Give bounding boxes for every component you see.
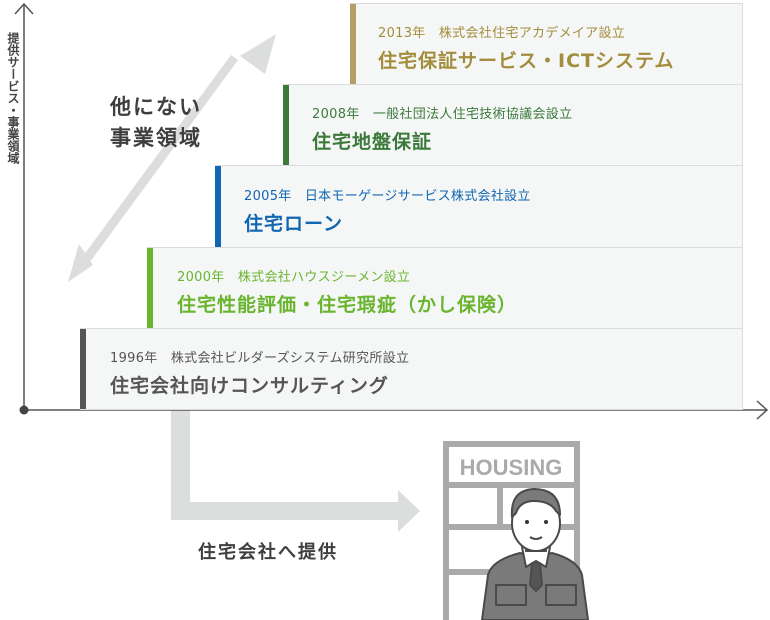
step-title: 住宅地盤保証 bbox=[312, 131, 433, 153]
step-subtitle: 1996年 株式会社ビルダーズシステム研究所設立 bbox=[110, 351, 410, 366]
unique-line-2: 事業領域 bbox=[110, 126, 202, 150]
unique-line-1: 他にない bbox=[110, 95, 202, 119]
step-subtitle: 2013年 株式会社住宅アカデメイア設立 bbox=[378, 26, 626, 41]
step-subtitle: 2005年 日本モーゲージサービス株式会社設立 bbox=[244, 189, 531, 204]
step-1996: 1996年 株式会社ビルダーズシステム研究所設立 住宅会社向けコンサルティング bbox=[80, 328, 743, 410]
step-title: 住宅性能評価・住宅瑕疵（かし保険） bbox=[177, 294, 518, 316]
y-axis bbox=[14, 2, 34, 410]
building-sign: HOUSING bbox=[460, 455, 563, 480]
step-title: 住宅保証サービス・ICTシステム bbox=[378, 50, 675, 72]
step-title: 住宅ローン bbox=[244, 213, 344, 235]
origin-dot bbox=[19, 405, 29, 415]
provide-label: 住宅会社へ提供 bbox=[198, 542, 338, 563]
step-subtitle: 2000年 株式会社ハウスジーメン設立 bbox=[177, 270, 411, 285]
worker-icon bbox=[481, 488, 589, 620]
step-subtitle: 2008年 一般社団法人住宅技術協議会設立 bbox=[312, 107, 573, 122]
step-bar bbox=[80, 329, 86, 409]
housing-worker-illustration: HOUSING bbox=[443, 441, 589, 620]
unique-business-label: 他にない 事業領域 bbox=[110, 92, 202, 154]
provide-arrow bbox=[171, 410, 420, 532]
diagonal-double-arrow bbox=[68, 34, 276, 282]
step-title: 住宅会社向けコンサルティング bbox=[110, 375, 389, 397]
y-axis-label: 提供サービス・事業領域 bbox=[6, 32, 20, 164]
x-axis bbox=[24, 400, 769, 420]
